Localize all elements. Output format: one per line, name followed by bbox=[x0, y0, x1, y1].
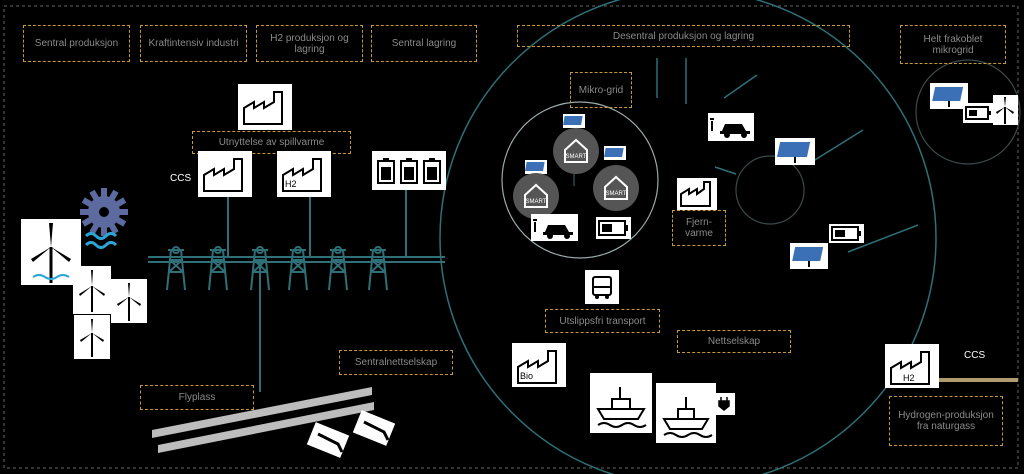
bus-tile bbox=[585, 270, 619, 304]
factory-icon bbox=[890, 351, 930, 385]
factory-ccs-tile bbox=[198, 151, 252, 197]
district-heating-factory-tile bbox=[677, 178, 717, 210]
solar-panel-tile bbox=[525, 160, 547, 174]
solar-panel-icon bbox=[932, 87, 964, 107]
ship-icon bbox=[662, 397, 713, 438]
bio-factory-tile: Bio bbox=[512, 343, 566, 387]
bio-factory-label: Bio bbox=[520, 371, 534, 381]
smart-home-text: SMART bbox=[606, 191, 627, 197]
label-sentral-produksjon: Sentral produksjon bbox=[23, 25, 130, 62]
charging-plug-tile bbox=[713, 393, 735, 415]
radial-lines bbox=[656, 58, 919, 253]
factory-icon bbox=[517, 350, 557, 384]
solar-panel-icon bbox=[525, 162, 545, 171]
factory-icon bbox=[243, 91, 283, 125]
h2-factory-right-label: H2 bbox=[903, 373, 915, 383]
solar-panel-icon bbox=[604, 148, 624, 157]
ship-tile bbox=[590, 373, 652, 433]
ccs-label-left: CCS bbox=[170, 173, 192, 184]
hydro-turbine-icon bbox=[80, 188, 128, 236]
battery-storage-tile bbox=[372, 151, 446, 190]
battery-icon bbox=[377, 158, 441, 184]
wind-turbine-tile bbox=[73, 266, 111, 314]
battery-tile bbox=[596, 217, 631, 239]
wind-turbine-icon bbox=[996, 97, 1014, 124]
main-grid-line bbox=[148, 190, 445, 392]
battery-icon bbox=[965, 106, 991, 120]
wind-turbine-icon bbox=[80, 319, 104, 357]
battery-icon bbox=[598, 220, 628, 236]
inner-circle bbox=[735, 155, 805, 225]
factory-h2-label: H2 bbox=[285, 179, 297, 189]
label-nettselskap: Nettselskap bbox=[677, 330, 791, 353]
label-sentralnettselskap: Sentralnettselskap bbox=[339, 350, 453, 375]
wind-turbine-icon bbox=[117, 283, 141, 321]
plug-icon bbox=[718, 397, 730, 411]
label-flyplass: Flyplass bbox=[140, 385, 254, 410]
ship-icon bbox=[596, 387, 647, 428]
factory-icon bbox=[282, 158, 322, 192]
smart-home-text: SMART bbox=[526, 199, 547, 205]
label-frakoblet-mikrogrid: Helt frakoblet mikrogrid bbox=[900, 25, 1006, 64]
pylon-icon bbox=[166, 246, 186, 291]
solar-panel-tile bbox=[604, 146, 626, 160]
factory-h2-tile: H2 bbox=[277, 151, 331, 197]
microgrid-circle bbox=[501, 101, 659, 259]
factory-icon bbox=[680, 181, 711, 207]
solar-panel-icon bbox=[563, 116, 583, 125]
pylon-icon bbox=[250, 246, 270, 291]
pylon-icon bbox=[328, 246, 348, 291]
label-utnyttelse-spillvarme: Utnyttelse av spillvarme bbox=[192, 131, 351, 154]
ev-charging-tile bbox=[531, 214, 578, 241]
battery-tile bbox=[963, 103, 993, 123]
pylon-icon bbox=[288, 246, 308, 291]
solar-panel-icon bbox=[792, 247, 824, 267]
solar-panel-tile bbox=[790, 243, 828, 269]
solar-panel-icon bbox=[776, 142, 811, 163]
offgrid-circle bbox=[915, 59, 1021, 165]
battery-tile bbox=[829, 224, 864, 243]
label-hydrogen-naturgass: Hydrogen-produksjon fra naturgass bbox=[889, 396, 1003, 446]
bus-icon bbox=[592, 276, 612, 299]
label-utslippsfri-transport: Utslippsfri transport bbox=[545, 309, 660, 333]
ev-charging-tile bbox=[708, 113, 754, 141]
label-h2-produksjon-lagring: H2 produksjon og lagring bbox=[256, 25, 363, 62]
solar-panel-tile bbox=[563, 114, 585, 128]
factory-icon bbox=[203, 158, 243, 192]
pylon-icon bbox=[208, 246, 228, 291]
solar-panel-tile bbox=[775, 138, 815, 165]
label-desentral: Desentral produksjon og lagring bbox=[517, 25, 850, 47]
electric-car-icon bbox=[533, 219, 573, 239]
wind-turbine-icon bbox=[31, 223, 71, 283]
electric-car-icon bbox=[710, 118, 750, 138]
pylon-icon bbox=[368, 246, 388, 291]
label-kraftintensiv-industri: Kraftintensiv industri bbox=[140, 25, 247, 62]
pylons bbox=[166, 246, 388, 291]
solar-panel-tile bbox=[930, 83, 968, 109]
label-fjernvarme: Fjern-varme bbox=[672, 210, 726, 246]
smart-home-icon: SMART bbox=[553, 128, 599, 174]
smart-home-icon: SMART bbox=[593, 165, 639, 211]
wind-turbine-tile bbox=[993, 95, 1018, 125]
factory-spillvarme-tile bbox=[238, 84, 292, 130]
wind-turbine-large-tile bbox=[21, 219, 81, 285]
h2-factory-right-tile: H2 bbox=[885, 344, 939, 388]
battery-icon bbox=[831, 226, 861, 241]
label-mikrogrid: Mikro-grid bbox=[570, 72, 632, 108]
ccs-label-right: CCS bbox=[964, 350, 986, 361]
runway bbox=[152, 387, 374, 453]
decentral-circle bbox=[439, 0, 937, 474]
smart-home-text: SMART bbox=[566, 154, 587, 160]
water-waves-icon bbox=[84, 232, 118, 249]
label-sentral-lagring: Sentral lagring bbox=[371, 25, 477, 62]
wind-turbine-tile bbox=[74, 315, 110, 359]
smart-home-icon: SMART bbox=[513, 173, 559, 219]
electric-ship-tile bbox=[656, 383, 716, 443]
outer-frame bbox=[3, 5, 1019, 469]
wind-turbine-tile bbox=[111, 279, 147, 323]
wind-turbine-icon bbox=[79, 270, 105, 312]
